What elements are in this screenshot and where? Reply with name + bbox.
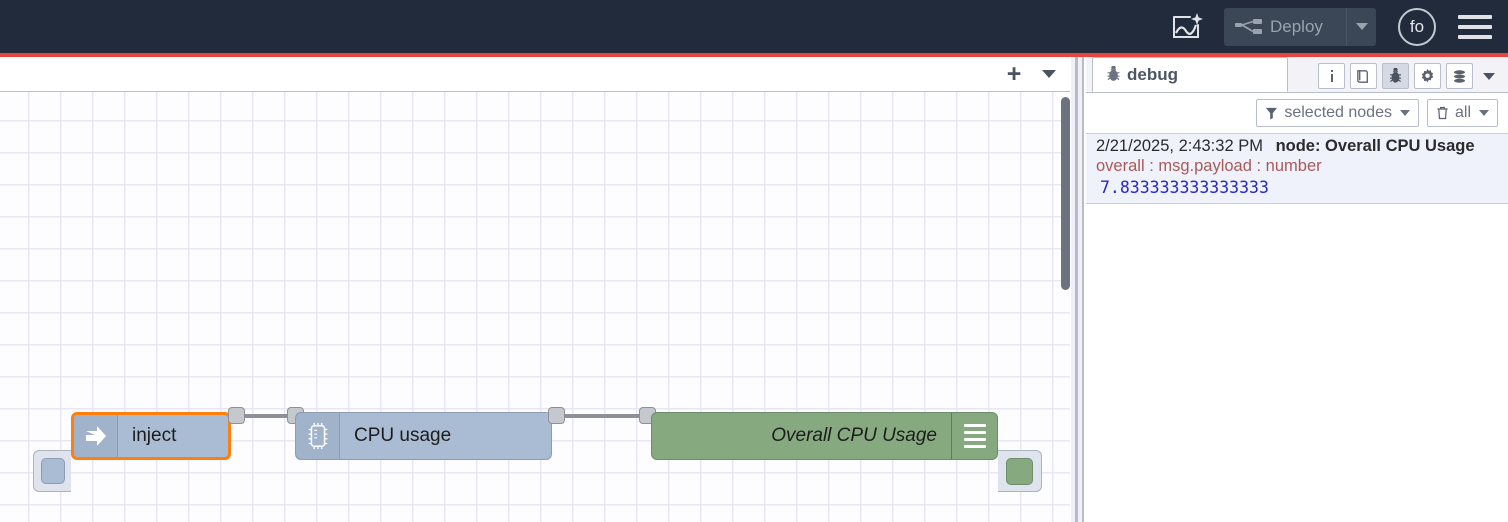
node-debug-label: Overall CPU Usage [771, 425, 937, 446]
wire-inject-to-cpu[interactable] [237, 414, 293, 418]
chevron-down-icon [1483, 72, 1495, 80]
chevron-down-icon [1479, 110, 1489, 116]
port-cpu-output[interactable] [548, 407, 565, 424]
node-overall-cpu-usage[interactable]: Overall CPU Usage [651, 412, 998, 460]
panel-resizer[interactable] [1070, 57, 1084, 522]
chevron-down-icon [1399, 110, 1410, 116]
arrow-right-icon [74, 415, 118, 457]
avatar-initials: fo [1409, 16, 1425, 36]
help-book-icon[interactable] [1350, 63, 1377, 89]
debug-clear-button[interactable]: all [1426, 99, 1498, 127]
debug-node-filter-label: selected nodes [1284, 104, 1392, 121]
funnel-icon [1266, 107, 1278, 120]
debug-message-node: node: Overall CPU Usage [1275, 137, 1475, 155]
debug-message-header: 2/21/2025, 2:43:32 PM node: Overall CPU … [1096, 137, 1500, 156]
tab-debug[interactable]: debug [1092, 57, 1288, 92]
flow-tab-menu-button[interactable] [1032, 57, 1066, 91]
add-flow-tab-button[interactable]: + [1006, 59, 1022, 88]
info-icon[interactable] [1318, 63, 1345, 89]
inject-trigger-pad-icon [40, 458, 65, 484]
wire-cpu-to-debug[interactable] [557, 414, 647, 418]
user-avatar[interactable]: fo [1398, 7, 1436, 46]
node-inject-label: inject [132, 425, 177, 446]
debug-node-filter-button[interactable]: selected nodes [1256, 99, 1419, 127]
sidebar-menu-button[interactable] [1478, 72, 1500, 80]
debug-message-list[interactable]: 2/21/2025, 2:43:32 PM node: Overall CPU … [1086, 133, 1508, 522]
debug-bug-icon[interactable] [1382, 63, 1409, 89]
port-inject-output[interactable] [228, 407, 245, 424]
debug-message-timestamp: 2/21/2025, 2:43:32 PM [1096, 137, 1263, 155]
tab-debug-label: debug [1127, 64, 1178, 84]
canvas-vertical-scrollbar[interactable] [1061, 97, 1070, 290]
node-inject[interactable]: inject [71, 412, 231, 460]
node-cpu-usage[interactable]: CPU usage [295, 412, 552, 460]
debug-filter-row: selected nodes all [1086, 93, 1508, 133]
chevron-down-icon [1355, 23, 1368, 30]
sidebar-tab-row: debug [1086, 57, 1508, 93]
deploy-label: Deploy [1270, 16, 1323, 36]
bug-icon [1107, 66, 1120, 81]
debug-enable-toggle[interactable] [998, 450, 1042, 492]
app-header: Deploy fo [0, 0, 1508, 53]
microchip-icon [296, 413, 340, 459]
flow-canvas[interactable]: inject CPU usage Ove [0, 92, 1076, 522]
sidebar-panel: debug [1086, 57, 1508, 522]
debug-clear-label: all [1454, 104, 1471, 121]
debug-toggle-pad-icon [1006, 457, 1033, 485]
header-accent-bar [0, 53, 1508, 57]
ai-flow-icon[interactable] [1166, 7, 1206, 47]
hamburger-menu-icon[interactable] [1458, 12, 1492, 42]
flow-workspace: + inject [0, 57, 1076, 522]
debug-message-topic: overall : msg.payload : number [1096, 157, 1322, 175]
chevron-down-icon [1042, 70, 1056, 78]
sidebar-icon-buttons [1318, 63, 1508, 92]
deploy-dropdown-button[interactable] [1346, 7, 1376, 46]
debug-message[interactable]: 2/21/2025, 2:43:32 PM node: Overall CPU … [1086, 133, 1508, 204]
deploy-button[interactable]: Deploy [1224, 7, 1376, 46]
node-cpu-usage-label: CPU usage [354, 425, 452, 446]
flow-tab-bar: + [0, 57, 1076, 92]
config-gear-icon[interactable] [1414, 63, 1441, 89]
debug-message-value: 7.833333333333333 [1100, 178, 1269, 197]
debug-lines-icon [951, 413, 997, 459]
context-data-stack-icon[interactable] [1446, 63, 1473, 89]
trash-icon [1437, 106, 1448, 120]
inject-trigger-button[interactable] [33, 450, 71, 492]
